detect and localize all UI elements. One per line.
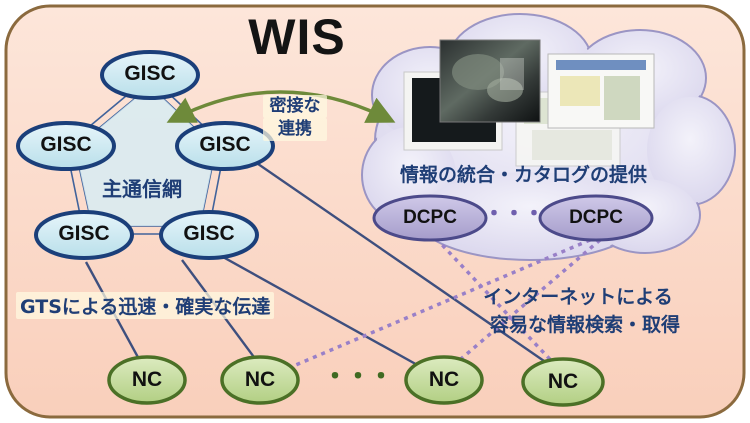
nc-node-2: NC bbox=[244, 368, 276, 391]
core-network-label: 主通信網 bbox=[102, 177, 182, 201]
gisc-node-left: GISC bbox=[40, 133, 92, 156]
nc-shapes bbox=[107, 355, 605, 407]
gts-label: GTSによる迅速・確実な伝達 bbox=[16, 292, 275, 319]
internet-label-line1: インターネットによる bbox=[483, 286, 673, 308]
close-link-label: 密接な 連携 bbox=[263, 95, 327, 141]
nc-ellipsis: ・・・ bbox=[322, 362, 394, 392]
internet-links bbox=[283, 230, 602, 372]
dcpc-shapes bbox=[372, 194, 654, 242]
gisc-shapes bbox=[16, 50, 275, 260]
internet-label-line2: 容易な情報検索・取得 bbox=[490, 314, 681, 336]
diagram-title: WIS bbox=[248, 9, 346, 65]
dcpc-node-left: DCPC bbox=[403, 207, 457, 228]
nc-node-3: NC bbox=[428, 368, 460, 391]
screenshot-collage bbox=[403, 39, 655, 167]
gisc-node-bottom-right: GISC bbox=[183, 222, 235, 245]
close-link-line1: 密接な bbox=[263, 95, 327, 118]
cloud-label: 情報の統合・カタログの提供 bbox=[400, 164, 648, 186]
dcpc-ellipsis: ・・・ bbox=[483, 202, 545, 227]
nc-node-4: NC bbox=[547, 370, 579, 393]
internet-label: インターネットによる 容易な情報検索・取得 bbox=[476, 283, 680, 339]
nc-node-1: NC bbox=[131, 368, 163, 391]
dcpc-node-right: DCPC bbox=[569, 207, 623, 228]
gisc-node-right: GISC bbox=[199, 133, 251, 156]
gisc-node-top: GISC bbox=[124, 62, 176, 85]
gisc-node-bottom-left: GISC bbox=[58, 222, 110, 245]
close-link-arrow bbox=[166, 90, 396, 123]
close-link-line2: 連携 bbox=[263, 118, 327, 141]
